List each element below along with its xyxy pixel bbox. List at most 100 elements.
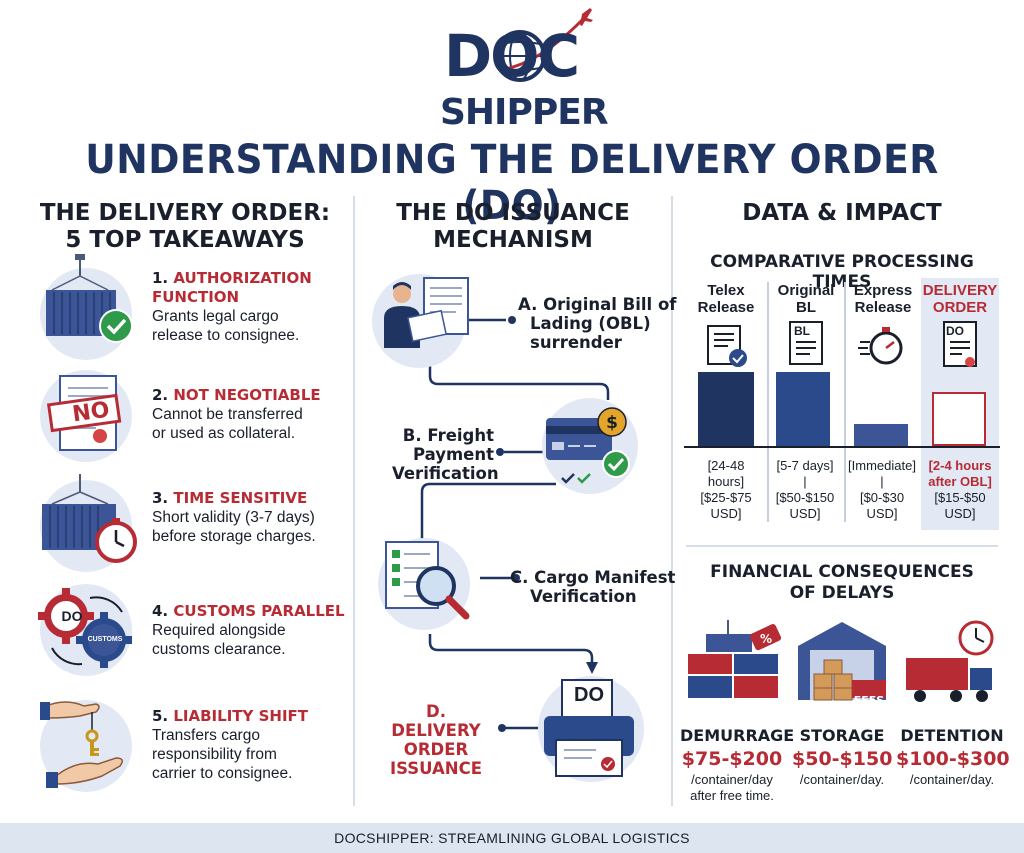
fee-demurrage-price: $75-$200 [681, 748, 783, 770]
step-a-label: A. Original Bill of Lading (OBL) surrend… [518, 295, 676, 352]
takeaways-title-line2: 5 TOP TAKEAWAYS [65, 227, 305, 253]
warehouse-fees-icon [798, 622, 886, 701]
step-c-label: C. Cargo Manifest Verification [510, 568, 675, 606]
step-b-label: B. Freight Payment Verification [392, 426, 499, 483]
takeaway-heading: 3. TIME SENSITIVE [152, 489, 308, 507]
mechanism-title-line1: THE DO ISSUANCE [396, 200, 630, 226]
impact-divider [686, 545, 998, 547]
mechanism-flow-lines [420, 316, 610, 732]
fee-detention-name: DETENTION [900, 726, 1004, 745]
manifest-magnifier-icon [378, 538, 470, 630]
svg-text:%: % [760, 632, 772, 646]
do-document-label: DO [946, 324, 964, 338]
key-handoff-icon [40, 700, 132, 792]
fee-storage-unit: /container/day. [799, 772, 885, 787]
step-d-line3: ISSUANCE [389, 759, 482, 778]
step-c-line1: C. Cargo Manifest [510, 568, 676, 587]
bl-document-icon [789, 321, 823, 365]
takeaway-desc-line2: before storage charges. [152, 528, 316, 545]
credit-card-payment-icon: $ [542, 398, 638, 494]
svg-text:$: $ [606, 413, 618, 433]
takeaways-title-line1: THE DELIVERY ORDER: [39, 200, 331, 226]
takeaway-desc-line1: Transfers cargo [152, 727, 260, 744]
takeaway-heading: 2. NOT NEGOTIABLE [152, 386, 321, 404]
logo-text-doc: DOC [444, 22, 580, 90]
step-b-line1: B. Freight [402, 426, 494, 445]
takeaway-desc-line2: responsibility from [152, 746, 277, 763]
bar-express [854, 424, 908, 446]
impact-title: DATA & IMPACT [742, 200, 942, 226]
no-stamp-document-icon: NO [40, 370, 132, 462]
takeaway-item-2: 2. NOT NEGOTIABLE Cannot be transferred … [152, 386, 352, 443]
bar-original-bl [776, 372, 830, 446]
globe-plane-icon [494, 8, 593, 82]
docshipper-logo: DOC SHIPPER [440, 4, 609, 133]
step-c-line2: Verification [530, 587, 637, 606]
mechanism-title-line2: MECHANISM [433, 227, 593, 253]
column-divider-2 [671, 196, 673, 806]
truck-clock-icon [906, 620, 994, 702]
gear-do-label: DO [61, 608, 83, 624]
bar-delivery-order [932, 392, 986, 446]
bl-document-label: BL [794, 324, 810, 338]
gear-customs-label: CUSTOMS [87, 636, 123, 643]
step-d-label: D. DELIVERY ORDER ISSUANCE [380, 702, 492, 778]
fee-demurrage-name: DEMURRAGE [680, 726, 795, 745]
bar-telex [698, 372, 754, 446]
person-documents-icon [372, 274, 469, 368]
gears-icon: DO CUSTOMS [38, 584, 132, 676]
step-b-line3: Verification [392, 464, 499, 483]
financial-title: FINANCIAL CONSEQUENCES OF DELAYS [710, 562, 974, 603]
proc-divider-1 [767, 282, 769, 522]
stopwatch-icon [858, 327, 903, 365]
takeaway-item-1: 1. AUTHORIZATION FUNCTION Grants legal c… [152, 269, 352, 345]
takeaway-desc-line3: carrier to consignee. [152, 765, 293, 782]
takeaway-heading: 4. CUSTOMS PARALLEL [152, 602, 345, 620]
fee-detention-price: $100-$300 [896, 748, 1010, 770]
takeaway-heading: 1. AUTHORIZATION [152, 269, 312, 287]
container-check-icon [40, 254, 133, 360]
mechanism-title: THE DO ISSUANCE MECHANISM [362, 200, 664, 254]
footer-banner: DOCSHIPPER: STREAMLINING GLOBAL LOGISTIC… [0, 823, 1024, 853]
takeaway-desc-line1: Required alongside [152, 622, 286, 639]
do-document-icon [943, 321, 977, 367]
step-d-line2: ORDER [403, 740, 469, 759]
takeaway-desc-line2: or used as collateral. [152, 425, 296, 442]
proc-divider-2 [844, 282, 846, 522]
takeaway-heading-line2: FUNCTION [152, 288, 240, 306]
takeaway-desc-line1: Grants legal cargo [152, 308, 279, 325]
step-a-line2: Lading (OBL) [530, 314, 651, 333]
takeaway-item-5: 5. LIABILITY SHIFT Transfers cargo respo… [152, 707, 352, 783]
container-stopwatch-icon [40, 474, 137, 572]
fees-badge: FEES [853, 694, 885, 707]
step-b-line2: Payment [412, 445, 494, 464]
step-a-line1: A. Original Bill of [518, 295, 677, 314]
fee-storage-price: $50-$150 [792, 748, 893, 770]
takeaway-item-3: 3. TIME SENSITIVE Short validity (3-7 da… [152, 489, 352, 546]
fee-detention-unit: /container/day. [909, 772, 995, 787]
printer-do-icon: DO [538, 676, 644, 782]
takeaway-item-4: 4. CUSTOMS PARALLEL Required alongside c… [152, 602, 352, 659]
proc-baseline [684, 446, 1000, 448]
column-divider-1 [353, 196, 355, 806]
page-title: UNDERSTANDING THE DELIVERY ORDER (DO) [85, 137, 939, 229]
takeaways-title: THE DELIVERY ORDER: 5 TOP TAKEAWAYS [30, 200, 340, 254]
processing-title: COMPARATIVE PROCESSING TIMES [710, 252, 974, 292]
takeaway-desc-line1: Cannot be transferred [152, 406, 303, 423]
printer-do-label: DO [574, 684, 604, 706]
step-d-line1: D. DELIVERY [391, 702, 481, 740]
takeaway-desc-line1: Short validity (3-7 days) [152, 509, 315, 526]
takeaway-heading: 5. LIABILITY SHIFT [152, 707, 309, 725]
fee-storage-name: STORAGE [799, 726, 885, 745]
container-stack-tag-icon: % [688, 620, 782, 698]
takeaway-desc-line2: customs clearance. [152, 641, 286, 658]
